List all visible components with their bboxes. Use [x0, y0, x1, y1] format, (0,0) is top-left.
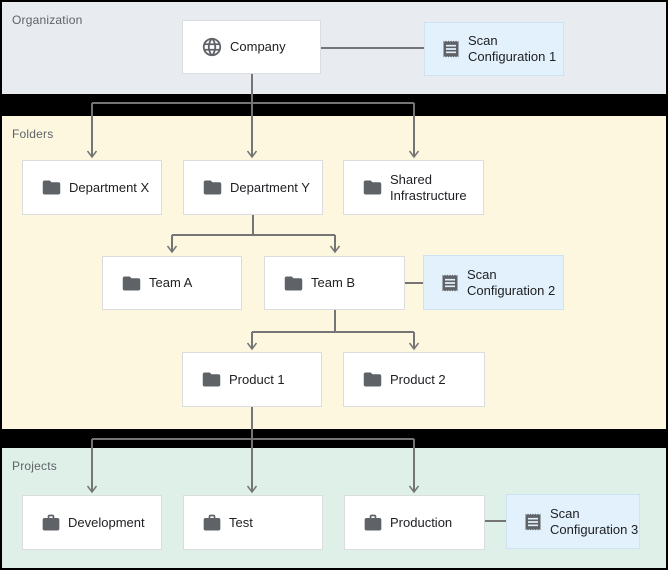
node-label: Scan Configuration 2: [467, 266, 556, 298]
folders-section-label: Folders: [12, 127, 54, 141]
node-scan-configuration-1: Scan Configuration 1: [424, 22, 564, 76]
node-label: Shared Infrastructure: [390, 171, 467, 203]
node-product-2: Product 2: [343, 352, 485, 407]
folder-icon: [42, 180, 61, 195]
node-team-b: Team B: [264, 256, 405, 310]
node-label: Test: [229, 514, 253, 530]
node-team-a: Team A: [102, 256, 242, 310]
node-scan-configuration-2: Scan Configuration 2: [423, 255, 564, 310]
node-label: Department Y: [230, 179, 310, 195]
node-development: Development: [22, 495, 162, 550]
node-label: Development: [68, 514, 145, 530]
receipt-icon: [443, 40, 459, 58]
node-label: Team B: [311, 275, 356, 290]
briefcase-icon: [364, 514, 382, 530]
node-label: Scan Configuration 3: [550, 505, 639, 537]
node-test: Test: [183, 495, 323, 550]
receipt-icon: [525, 513, 541, 530]
folder-icon: [122, 276, 141, 290]
node-department-y: Department Y: [183, 160, 323, 215]
node-label: Product 1: [229, 371, 285, 387]
folder-icon: [203, 180, 222, 195]
node-company: Company: [182, 20, 321, 74]
briefcase-icon: [203, 514, 221, 530]
node-label: Department X: [69, 179, 150, 195]
globe-icon: [202, 37, 222, 57]
organization-section-label: Organization: [12, 13, 83, 27]
folder-icon: [284, 276, 303, 290]
organization-section: Organization: [2, 2, 666, 94]
folder-icon: [363, 180, 382, 195]
receipt-icon: [442, 274, 458, 291]
node-label: Team A: [149, 275, 193, 290]
node-scan-configuration-3: Scan Configuration 3: [506, 494, 640, 549]
node-department-x: Department X: [22, 160, 162, 215]
briefcase-icon: [42, 514, 60, 530]
node-label: Production: [390, 514, 453, 530]
folder-icon: [202, 372, 221, 387]
node-product-1: Product 1: [182, 352, 322, 407]
node-production: Production: [344, 495, 485, 550]
node-label: Scan Configuration 1: [468, 33, 557, 64]
node-label: Product 2: [390, 371, 446, 387]
node-label: Company: [230, 39, 286, 54]
projects-section-label: Projects: [12, 459, 57, 473]
folder-icon: [363, 372, 382, 387]
node-shared-infrastructure: Shared Infrastructure: [343, 160, 484, 215]
